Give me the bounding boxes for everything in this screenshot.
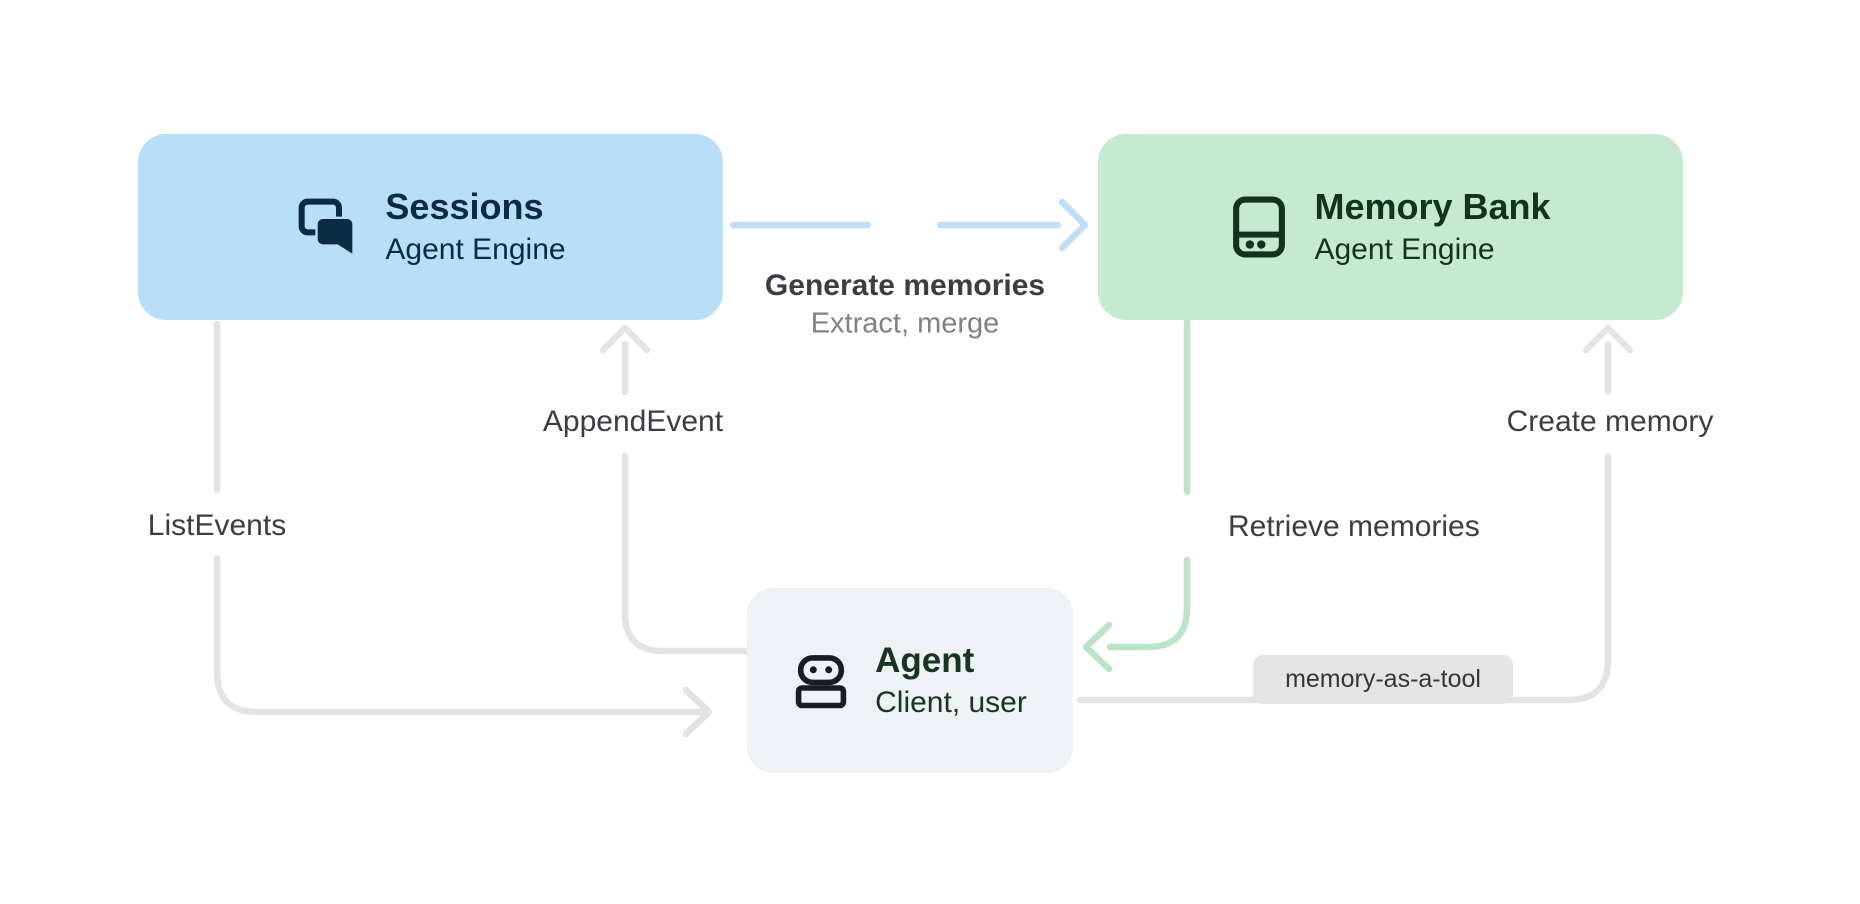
node-text: Agent Client, user — [875, 639, 1027, 723]
memory-as-a-tool-badge: memory-as-a-tool — [1253, 655, 1513, 704]
node-text: Memory Bank Agent Engine — [1314, 184, 1550, 270]
edge-generate-memories-line — [729, 196, 1089, 254]
node-text: Sessions Agent Engine — [385, 184, 565, 270]
robot-icon — [795, 654, 847, 708]
sparkle-icon — [883, 196, 927, 254]
edge-create-memory-line — [1076, 324, 1634, 704]
arrowhead-up-icon — [599, 324, 651, 354]
node-memory-bank: Memory Bank Agent Engine — [1098, 134, 1683, 320]
edge-label-create-memory: Create memory — [1506, 405, 1714, 438]
edge-retrieve-memories-line — [1082, 318, 1191, 673]
edge-list-events-line — [213, 320, 713, 738]
edge-sublabel-extract-merge: Extract, merge — [810, 307, 1000, 340]
node-subtitle: Agent Engine — [385, 233, 566, 266]
node-subtitle: Client, user — [875, 685, 1027, 719]
node-subtitle: Agent Engine — [1314, 233, 1495, 266]
chat-bubbles-icon — [299, 198, 356, 258]
arrowhead-right-icon — [682, 686, 713, 738]
edge-label-append-event: AppendEvent — [542, 405, 724, 438]
arrowhead-left-icon — [1082, 621, 1113, 673]
edge-append-event-line — [599, 324, 751, 655]
node-title: Sessions — [385, 186, 544, 227]
edge-label-retrieve-memories: Retrieve memories — [1228, 510, 1480, 543]
edge-label-list-events: ListEvents — [147, 509, 287, 542]
arrowhead-up-icon — [1582, 324, 1634, 354]
memory-storage-icon — [1233, 196, 1286, 258]
node-title: Agent — [875, 640, 975, 680]
node-agent: Agent Client, user — [747, 588, 1073, 773]
node-sessions: Sessions Agent Engine — [138, 134, 723, 320]
arrowhead-right-icon — [1058, 198, 1089, 252]
edge-label-generate-memories: Generate memories — [764, 269, 1046, 302]
node-title: Memory Bank — [1314, 186, 1551, 227]
